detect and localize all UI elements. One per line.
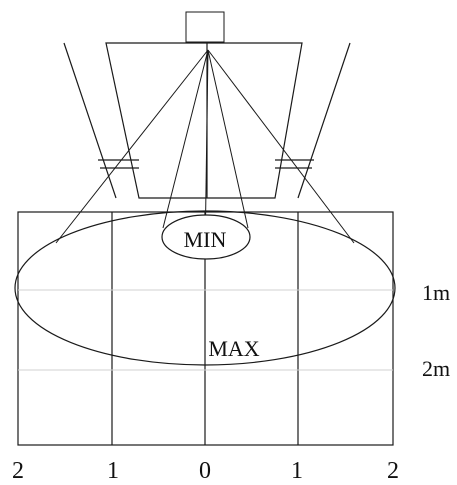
- axis-label-right-1: 1: [291, 458, 303, 484]
- ray-max-right: [207, 49, 355, 244]
- axis-label-zero: 0: [199, 458, 211, 484]
- axis-label-left-1: 1: [107, 458, 119, 484]
- max-detection-zone: [14, 210, 396, 366]
- right-bracket-outer: [297, 42, 351, 199]
- ray-min-right: [207, 49, 249, 229]
- axis-label-left-2: 2: [12, 458, 24, 484]
- axis-label-right-2: 2: [387, 458, 399, 484]
- distance-label-2m: 2m: [422, 356, 450, 381]
- distance-label-1m: 1m: [422, 280, 450, 305]
- min-label: MIN: [184, 227, 227, 252]
- ray-min-left: [162, 49, 209, 229]
- min-detection-zone: [161, 214, 251, 260]
- max-label: MAX: [208, 336, 259, 361]
- left-bracket-outer: [63, 42, 117, 199]
- sensor-lens-body: [105, 42, 303, 199]
- ray-max-left: [55, 49, 209, 244]
- sensor-cap: [185, 11, 225, 43]
